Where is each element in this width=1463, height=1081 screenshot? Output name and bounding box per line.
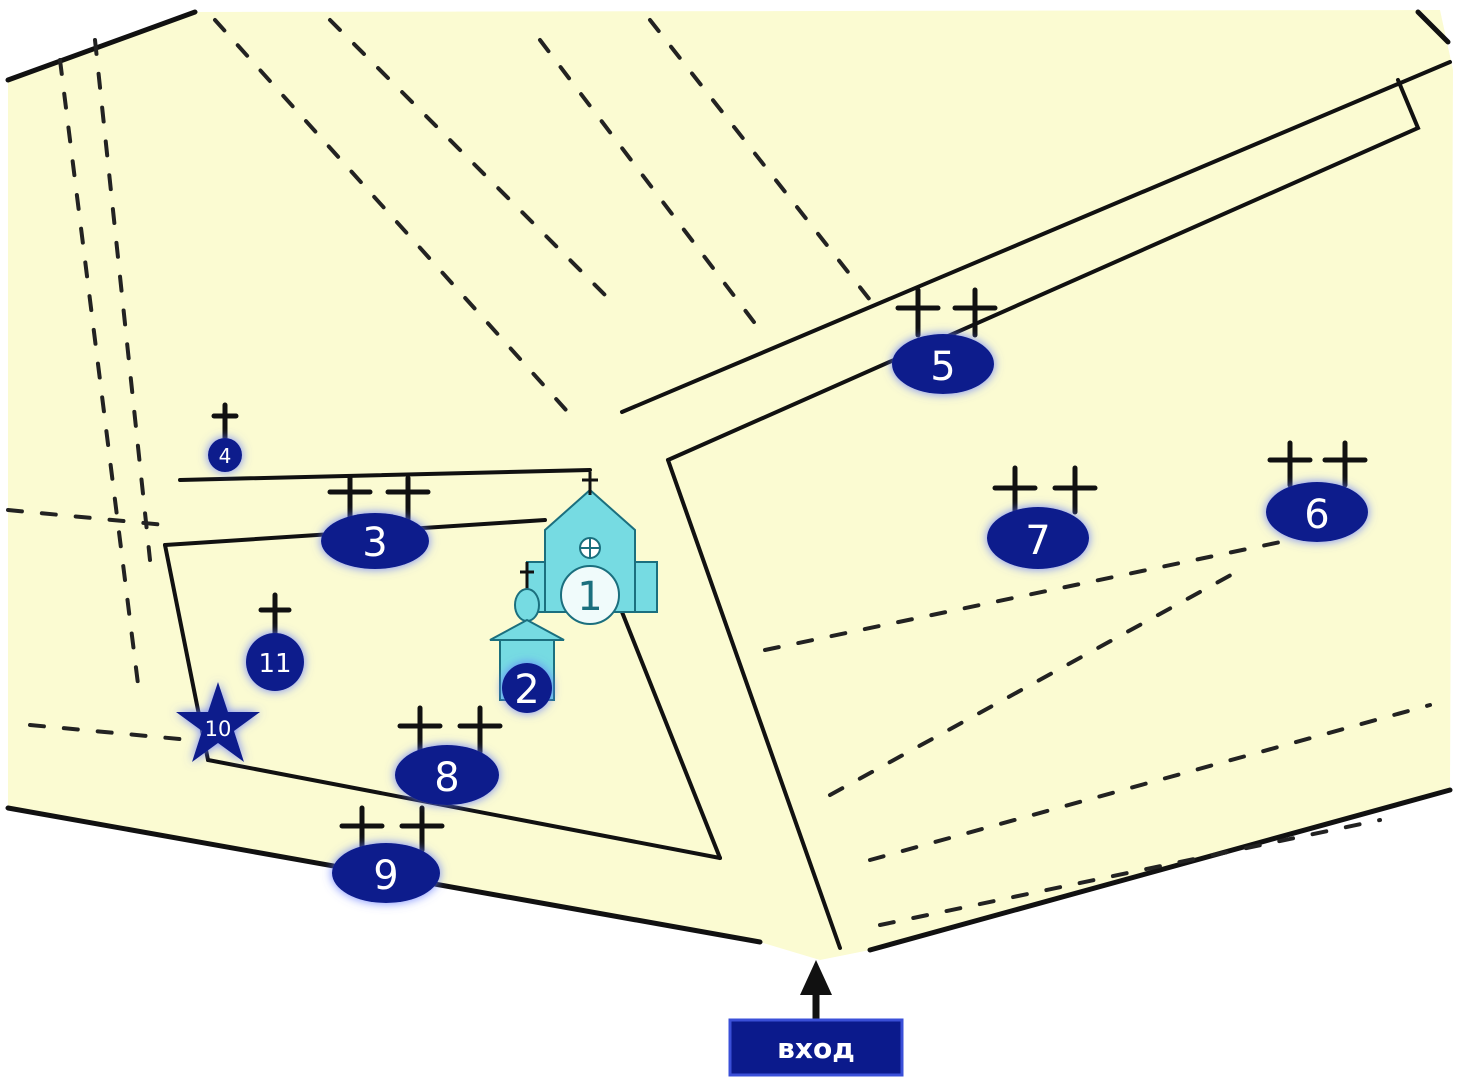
cross-icon [952,287,998,338]
cross-icon [258,592,292,636]
marker-3[interactable]: 3 [321,513,429,569]
cross-icon [211,402,239,443]
marker-4-label: 4 [219,444,232,468]
cross-icon [399,805,445,853]
east-path-upper-edge [620,60,1452,414]
cross-icon [397,705,443,755]
star-icon [176,682,260,762]
cross-icon [895,287,941,338]
crosses [211,287,1368,853]
marker-9-label: 9 [373,853,398,899]
cross-icon [385,475,431,523]
north-inner-road [178,468,592,482]
entrance-label-box[interactable]: вход [728,1018,904,1077]
east-corner-boundary [1415,9,1451,45]
central-path-west-edge [666,458,842,950]
marker-4[interactable]: 4 [208,438,242,472]
grave-row [28,723,192,742]
marker-11-label: 11 [258,649,291,679]
grave-row [6,508,167,527]
grave-row [868,703,1432,862]
cross-icon [1322,440,1368,488]
marker-1-label: 1 [577,574,602,620]
marker-8-label: 8 [434,755,459,801]
marker-8[interactable]: 8 [395,745,499,805]
cross-icon [457,705,503,755]
churchyard-east [620,610,722,860]
grave-row [763,538,1292,652]
north-boundary [5,9,198,83]
marker-2[interactable]: 2 [502,663,552,713]
marker-6-label: 6 [1304,492,1329,538]
marker-7-label: 7 [1025,518,1050,564]
grave-rows [6,18,1432,927]
marker-7[interactable]: 7 [987,507,1089,569]
marker-10-label: 10 [205,717,232,741]
churchyard-south [206,758,722,860]
arrow-up-icon [800,960,832,1022]
grave-row [538,38,762,332]
grave-row [828,568,1242,797]
cross-icon [327,475,373,523]
marker-6[interactable]: 6 [1266,482,1368,542]
marker-1[interactable]: 1 [560,565,620,625]
entrance-label: вход [777,1032,855,1065]
cemetery-ground [8,10,1453,960]
southeast-boundary [867,787,1453,953]
marker-2-label: 2 [514,667,539,713]
marker-5[interactable]: 5 [892,334,994,394]
grave-row [58,58,142,702]
cross-icon [1267,440,1313,488]
cross-icon [992,465,1038,515]
grave-row [648,18,872,302]
marker-3-label: 3 [362,520,387,566]
marker-5-label: 5 [930,344,955,390]
marker-10[interactable]: 10 [176,682,260,762]
marker-9[interactable]: 9 [332,843,440,903]
grave-row [213,18,577,422]
cross-icon [1052,465,1098,515]
marker-11[interactable]: 11 [246,633,304,691]
cross-icon [339,805,385,853]
